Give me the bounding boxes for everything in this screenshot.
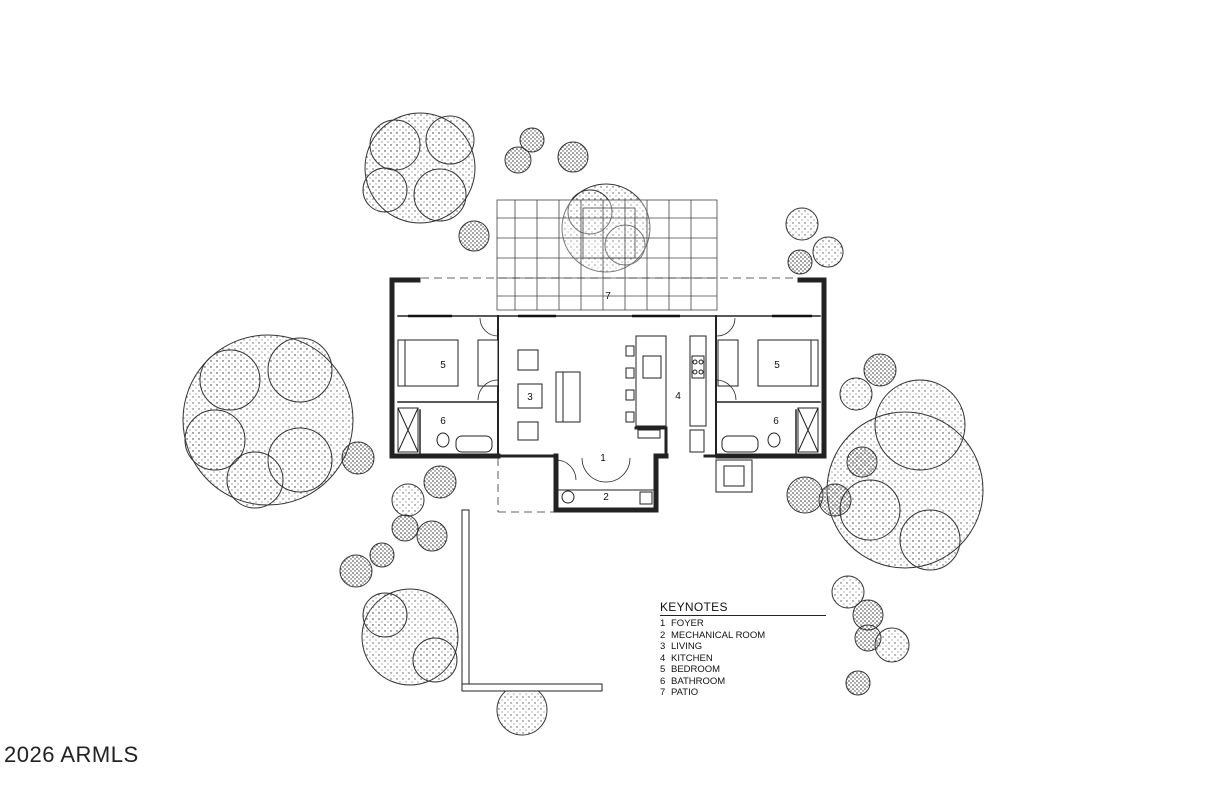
shrub [391, 483, 425, 517]
keynote-label: KITCHEN [671, 652, 713, 664]
keynotes-legend: KEYNOTES 1 FOYER 2 MECHANICAL ROOM 3 LIVING… [660, 600, 826, 699]
keynotes-title: KEYNOTES [660, 600, 826, 616]
shrub [496, 684, 548, 736]
keynote-number: 2 [660, 629, 666, 641]
shrub [874, 627, 910, 663]
tree-top-left [362, 112, 476, 224]
shrub [812, 236, 844, 268]
tree-right [826, 379, 984, 571]
label-bath-right: 6 [773, 416, 779, 427]
shrub [369, 542, 395, 568]
label-bedroom-left: 5 [440, 360, 446, 371]
label-mechanical: 2 [603, 492, 609, 503]
keynote-number: 6 [660, 675, 666, 687]
label-kitchen: 4 [675, 391, 681, 402]
watermark: 2026 ARMLS [4, 742, 139, 767]
tree-bottom-left [361, 588, 459, 686]
roof-outline [395, 277, 820, 513]
ac-pad [715, 459, 753, 493]
shrub [785, 207, 819, 241]
keynote-number: 5 [660, 664, 666, 675]
keynote-number: 4 [660, 652, 666, 664]
keynote-item: 7 PATIO [660, 687, 826, 699]
tree-patio [561, 183, 651, 273]
keynote-number: 1 [660, 618, 666, 629]
shrub [519, 127, 545, 153]
keynote-item: 5 BEDROOM [660, 664, 826, 676]
perimeter-wall [461, 509, 603, 692]
shrub [341, 441, 375, 475]
keynote-item: 6 BATHROOM [660, 676, 826, 688]
shrub [416, 520, 448, 552]
keynote-label: BEDROOM [671, 664, 721, 675]
bath-right-fixtures [721, 407, 819, 453]
keynote-item: 1 FOYER [660, 618, 826, 630]
keynote-number: 7 [660, 687, 666, 698]
shrub [845, 670, 871, 696]
shrub [787, 249, 813, 275]
keynote-item: 2 MECHANICAL ROOM [660, 630, 826, 642]
shrub [786, 476, 824, 514]
trees [182, 112, 984, 736]
bed-left [397, 339, 499, 387]
label-bedroom-right: 5 [774, 360, 780, 371]
label-patio: 7 [605, 291, 611, 302]
keynote-label: LIVING [671, 641, 703, 652]
keynote-item: 3 LIVING [660, 641, 826, 653]
keynote-label: FOYER [671, 618, 704, 629]
patio-pavers [496, 199, 718, 311]
shrub [504, 146, 532, 174]
room-labels: 1 2 3 4 5 5 6 6 7 [440, 291, 780, 503]
shrub [423, 465, 457, 499]
kitchen-fixtures [625, 335, 707, 453]
living-furniture [517, 349, 581, 441]
keynote-item: 4 KITCHEN [660, 653, 826, 665]
mechanical-equipment [561, 490, 653, 505]
keynote-number: 3 [660, 641, 666, 652]
shrub [818, 483, 852, 517]
label-foyer: 1 [600, 453, 606, 464]
shrub [557, 141, 589, 173]
shrub [458, 220, 490, 252]
keynote-label: MECHANICAL ROOM [671, 629, 766, 641]
keynotes-list: 1 FOYER 2 MECHANICAL ROOM 3 LIVING 4 KITCHEN… [660, 618, 826, 699]
shrub [831, 575, 865, 609]
shrub [839, 377, 873, 411]
shrub [391, 514, 419, 542]
shrub [339, 554, 373, 588]
label-living: 3 [527, 392, 533, 403]
walls [389, 277, 827, 513]
keynote-label: PATIO [671, 687, 699, 698]
keynote-label: BATHROOM [671, 675, 726, 687]
bed-right [717, 339, 819, 387]
shrub [846, 446, 878, 478]
doors [477, 317, 737, 483]
tree-left [182, 334, 354, 509]
label-bath-left: 6 [440, 416, 446, 427]
shrub [863, 353, 897, 387]
bath-left-fixtures [397, 407, 493, 453]
